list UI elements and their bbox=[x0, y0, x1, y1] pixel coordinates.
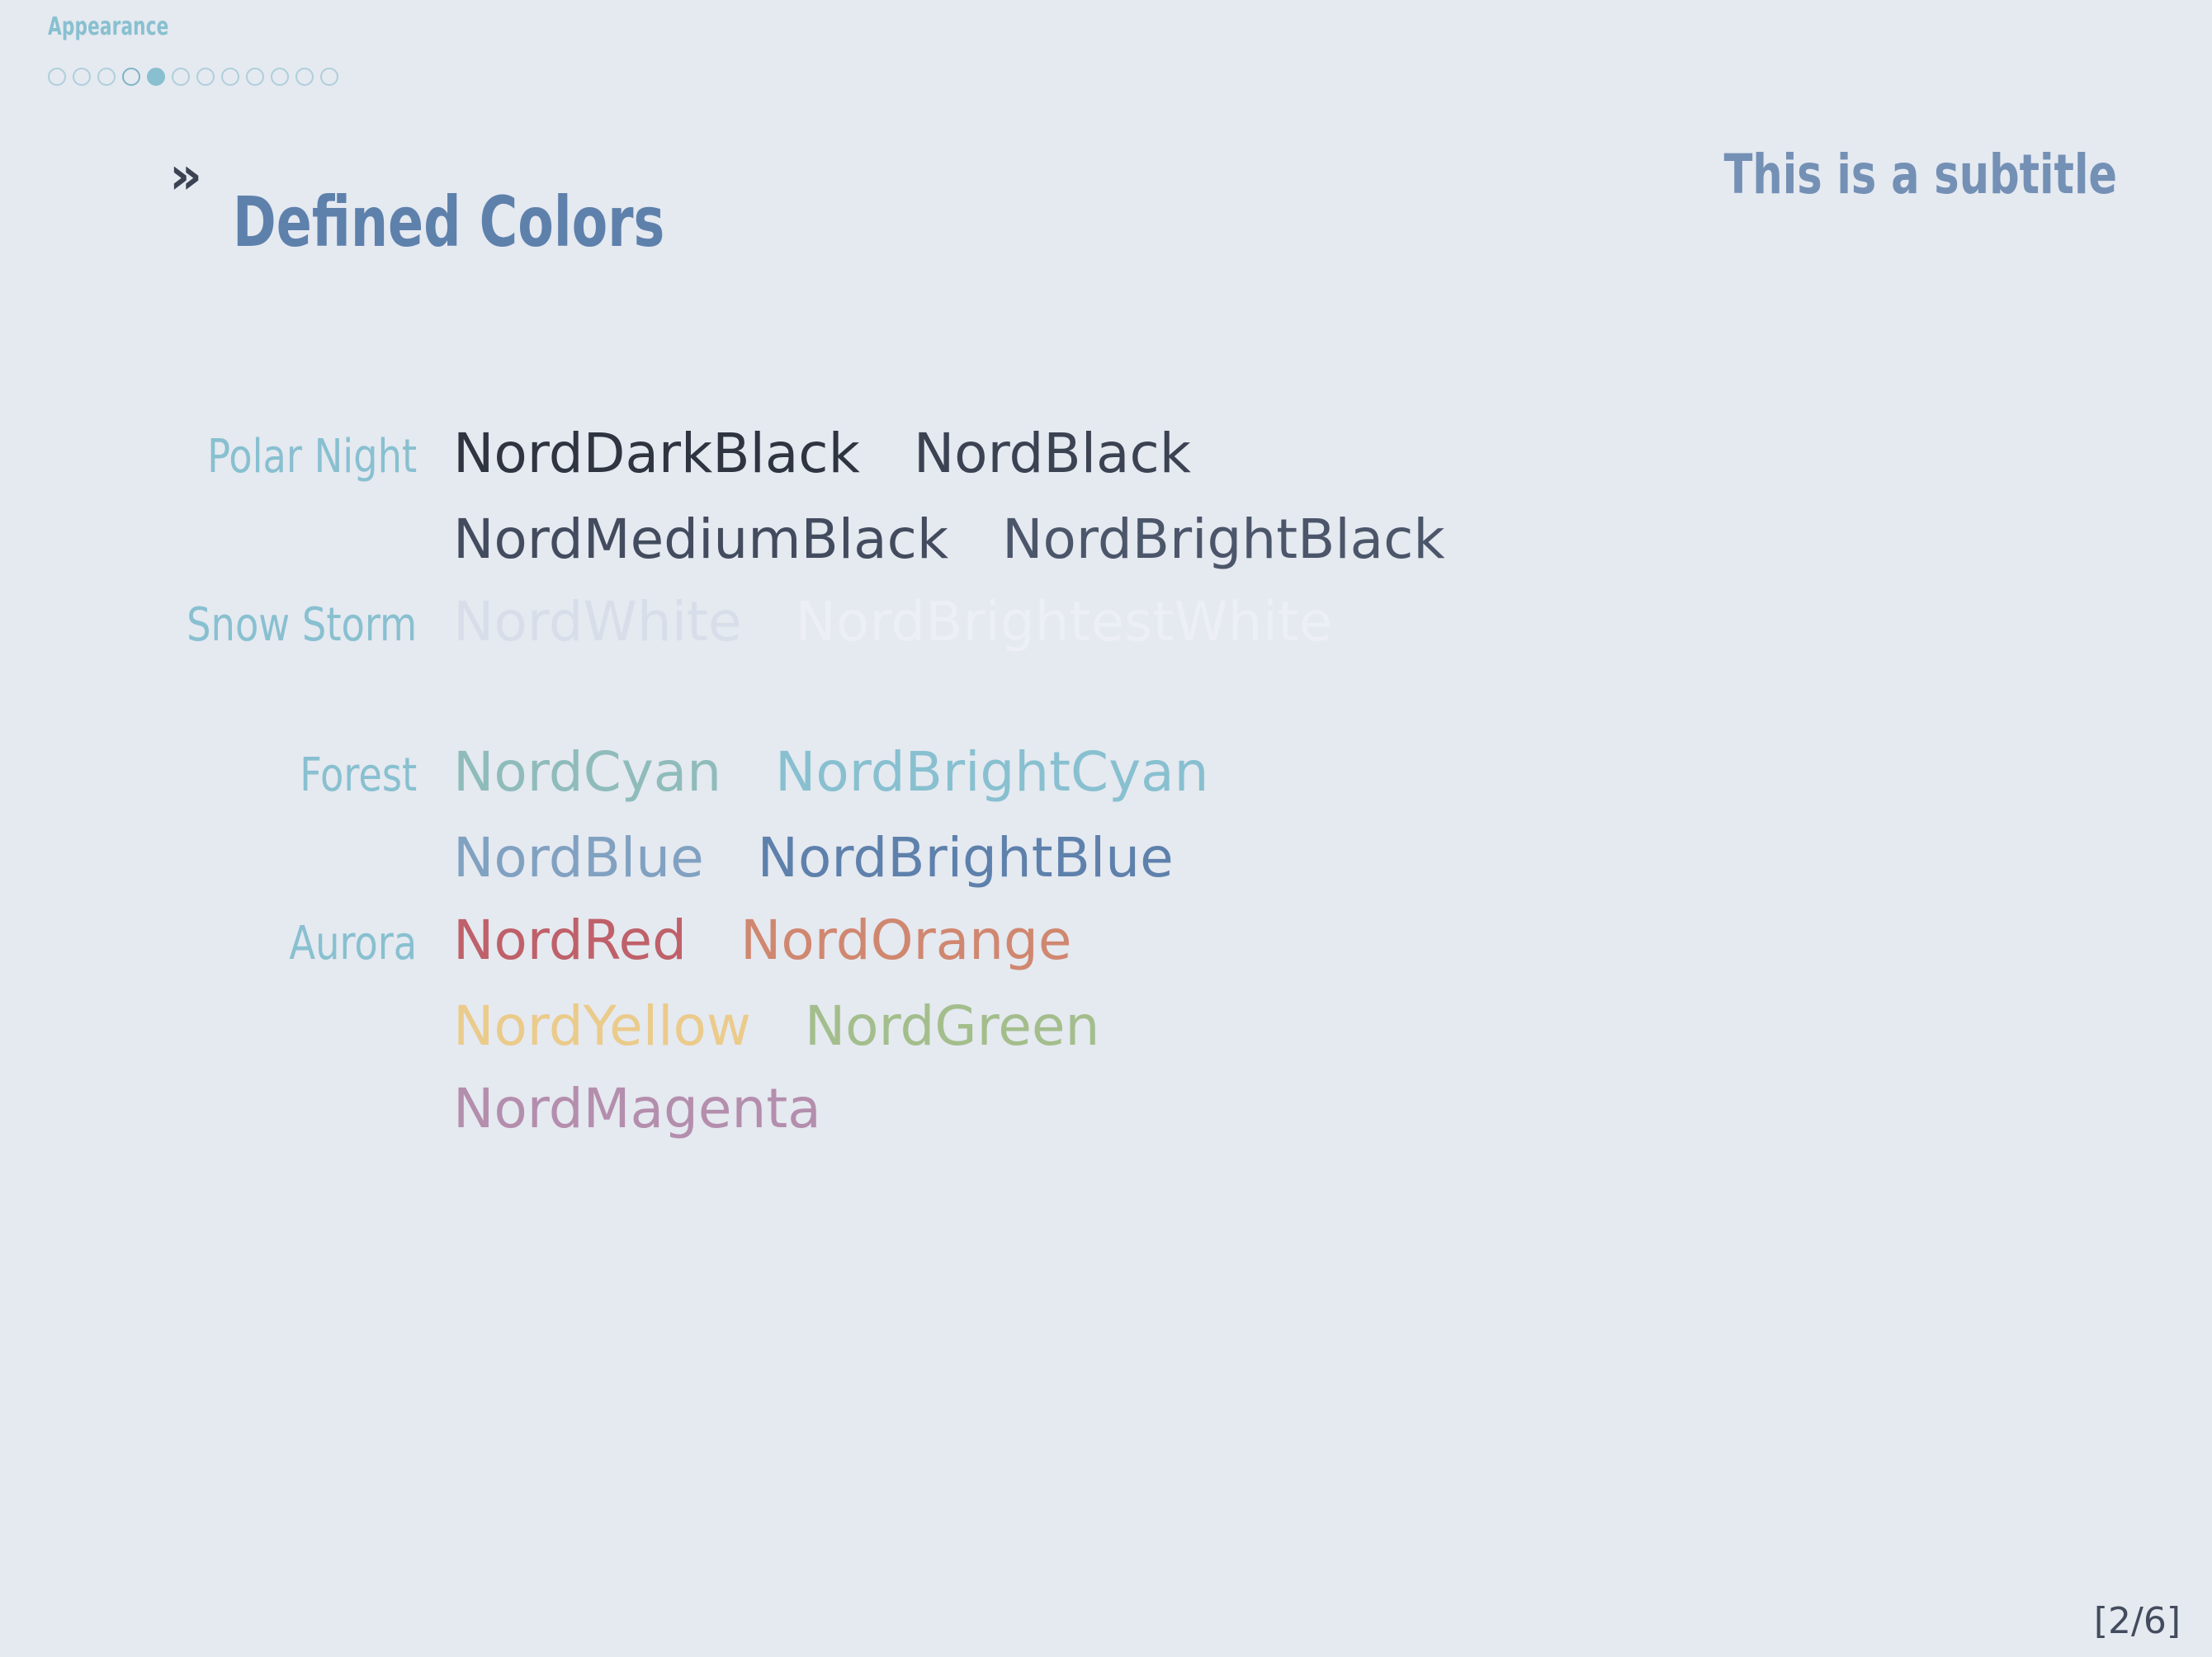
color-name-list: NordRed NordOrange bbox=[418, 899, 2212, 982]
color-swatch-label-NordMagenta: NordMagenta bbox=[453, 1077, 821, 1140]
color-name-list: NordWhite NordBrightestWhite bbox=[418, 581, 2212, 663]
color-swatch-label-NordMediumBlack: NordMediumBlack bbox=[453, 507, 949, 571]
page-subtitle: This is a subtitle bbox=[1723, 143, 2117, 206]
color-swatch-label-NordDarkBlack: NordDarkBlack bbox=[453, 422, 860, 485]
color-group-row: Aurora NordRed NordOrange bbox=[0, 899, 2212, 985]
nav-dot-5[interactable] bbox=[147, 68, 165, 86]
color-swatch-label-NordBlack: NordBlack bbox=[913, 422, 1191, 485]
color-group-label: Polar Night bbox=[207, 430, 418, 484]
page-title: Defined Colors bbox=[233, 182, 665, 263]
color-group-row: Snow Storm NordWhite NordBrightestWhite bbox=[0, 581, 2212, 667]
color-swatch-label-NordRed: NordRed bbox=[453, 909, 688, 972]
color-group-snow-storm: Snow Storm NordWhite NordBrightestWhite bbox=[0, 581, 2212, 667]
title-marker-icon: » bbox=[169, 145, 203, 205]
color-swatch-label-NordGreen: NordGreen bbox=[804, 994, 1100, 1058]
color-group-row: NordBlue NordBrightBlue bbox=[0, 817, 2212, 899]
color-group-row: Polar Night NordDarkBlack NordBlack bbox=[0, 413, 2212, 498]
page-number: [2/6] bbox=[2093, 1600, 2181, 1642]
nav-dot-6[interactable] bbox=[172, 68, 190, 86]
color-group-row: NordMediumBlack NordBrightBlack bbox=[0, 498, 2212, 581]
frame-progress-dots[interactable] bbox=[48, 68, 338, 86]
nav-dot-2[interactable] bbox=[73, 68, 91, 86]
color-name-list: NordMagenta bbox=[418, 1068, 2212, 1150]
color-swatch-label-NordBrightBlue: NordBrightBlue bbox=[757, 826, 1174, 890]
color-swatch-label-NordBlue: NordBlue bbox=[453, 826, 704, 890]
color-swatch-label-NordWhite: NordWhite bbox=[453, 590, 742, 654]
nav-dot-10[interactable] bbox=[271, 68, 289, 86]
nav-dot-1[interactable] bbox=[48, 68, 66, 86]
nav-dot-4[interactable] bbox=[122, 68, 140, 86]
color-swatch-label-NordYellow: NordYellow bbox=[453, 994, 751, 1058]
nav-dot-7[interactable] bbox=[196, 68, 215, 86]
nav-dot-3[interactable] bbox=[97, 68, 116, 86]
color-name-list: NordBlue NordBrightBlue bbox=[418, 817, 2212, 899]
color-group-label: Snow Storm bbox=[187, 598, 418, 652]
color-name-list: NordMediumBlack NordBrightBlack bbox=[418, 498, 2212, 581]
color-swatch-label-NordBrightCyan: NordBrightCyan bbox=[775, 740, 1209, 804]
color-name-list: NordCyan NordBrightCyan bbox=[418, 731, 2212, 814]
nav-dot-12[interactable] bbox=[320, 68, 338, 86]
color-group-row: NordYellow NordGreen bbox=[0, 985, 2212, 1068]
color-swatch-label-NordOrange: NordOrange bbox=[740, 909, 1072, 972]
title-row: » Defined Colors This is a subtitle bbox=[0, 132, 2212, 262]
color-group-row: Forest NordCyan NordBrightCyan bbox=[0, 731, 2212, 817]
color-swatch-label-NordBrightestWhite: NordBrightestWhite bbox=[795, 590, 1333, 654]
nav-dot-8[interactable] bbox=[221, 68, 239, 86]
group-spacer bbox=[0, 667, 2212, 731]
color-group-row: NordMagenta bbox=[0, 1068, 2212, 1150]
color-group-label: Aurora bbox=[289, 917, 418, 970]
color-name-list: NordDarkBlack NordBlack bbox=[418, 413, 2212, 495]
section-name: Appearance bbox=[48, 12, 169, 41]
nav-dot-11[interactable] bbox=[295, 68, 314, 86]
nav-dot-9[interactable] bbox=[246, 68, 264, 86]
color-group-label: Forest bbox=[300, 748, 418, 802]
color-swatch-label-NordCyan: NordCyan bbox=[453, 740, 722, 804]
color-name-list: NordYellow NordGreen bbox=[418, 985, 2212, 1068]
color-swatch-label-NordBrightBlack: NordBrightBlack bbox=[1002, 507, 1445, 571]
